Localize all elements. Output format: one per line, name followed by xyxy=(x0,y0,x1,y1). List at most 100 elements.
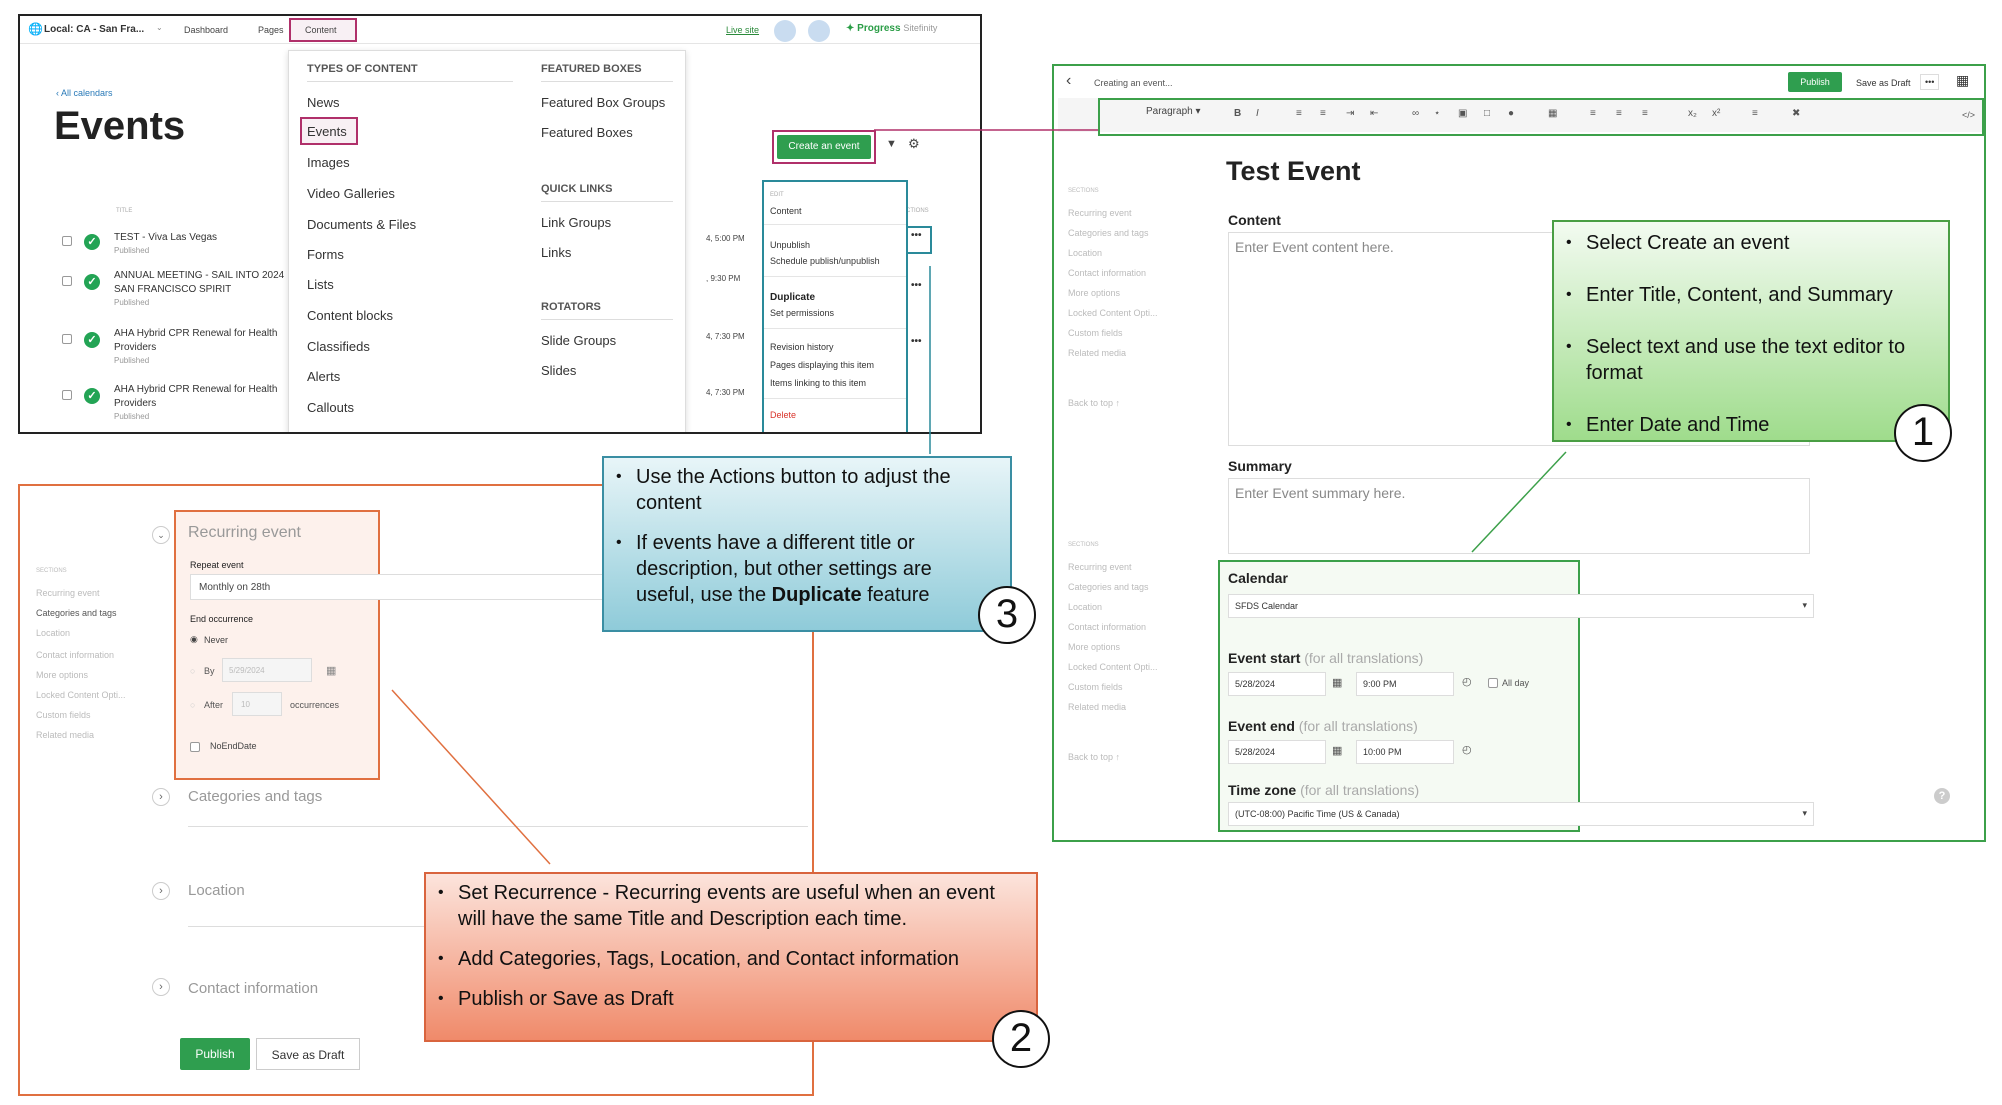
section-link-related[interactable]: Related media xyxy=(1068,348,1127,358)
action-revision-history[interactable]: Revision history xyxy=(770,342,834,352)
section-link-recurring[interactable]: Recurring event xyxy=(36,588,100,598)
section-link-custom[interactable]: Custom fields xyxy=(36,710,91,720)
no-end-date-checkbox[interactable] xyxy=(190,742,200,752)
menu-item-slides[interactable]: Slides xyxy=(541,363,577,378)
table-row[interactable]: ✓ AHA Hybrid CPR Renewal for Health Prov… xyxy=(20,382,980,432)
contact-section[interactable]: Contact information xyxy=(188,980,319,997)
document-icon[interactable]: □ xyxy=(1484,108,1491,119)
action-delete[interactable]: Delete xyxy=(770,410,797,420)
start-time-input[interactable]: 9:00 PM xyxy=(1356,672,1454,696)
back-to-top-link[interactable]: Back to top ↑ xyxy=(1068,398,1121,408)
menu-item-links[interactable]: Links xyxy=(541,245,572,260)
align-left-icon[interactable]: ≡ xyxy=(1590,108,1596,119)
grid-view-icon[interactable]: ▦ xyxy=(1956,72,1970,88)
menu-item-content-blocks[interactable]: Content blocks xyxy=(307,308,393,323)
calendar-icon[interactable]: ▦ xyxy=(1332,677,1343,689)
section-link-locked[interactable]: Locked Content Opti... xyxy=(36,690,126,700)
table-row[interactable]: ✓ AHA Hybrid CPR Renewal for Health Prov… xyxy=(20,326,980,376)
gear-icon[interactable]: ⚙ xyxy=(908,136,920,151)
nav-content[interactable]: Content xyxy=(289,18,357,42)
bold-icon[interactable]: B xyxy=(1234,108,1242,119)
create-event-button[interactable]: Create an event xyxy=(777,135,871,159)
menu-item-forms[interactable]: Forms xyxy=(307,247,344,262)
profile-avatar-icon[interactable] xyxy=(808,20,830,42)
location-section[interactable]: Location xyxy=(188,882,245,899)
section-link-location[interactable]: Location xyxy=(36,628,71,638)
clear-format-icon[interactable]: ✖ xyxy=(1792,108,1801,119)
section-link-more[interactable]: More options xyxy=(36,670,89,680)
action-items-linking[interactable]: Items linking to this item xyxy=(770,378,867,388)
site-selector[interactable]: Local: CA - San Fra... xyxy=(44,24,145,35)
clock-icon[interactable]: ◴ xyxy=(1462,744,1472,756)
editor-publish-button[interactable]: Publish xyxy=(1788,72,1842,92)
section-link-location[interactable]: Location xyxy=(1068,248,1103,258)
align-right-icon[interactable]: ≡ xyxy=(1642,108,1648,119)
end-date-input[interactable]: 5/28/2024 xyxy=(1228,740,1326,764)
after-count-input[interactable]: 10 xyxy=(232,692,282,716)
repeat-event-select[interactable]: Monthly on 28th xyxy=(190,574,612,600)
section-link-categories[interactable]: Categories and tags xyxy=(1068,228,1149,238)
source-code-button[interactable]: </> xyxy=(1962,110,1976,120)
section-link-more[interactable]: More options xyxy=(1068,642,1121,652)
row-title[interactable]: AHA Hybrid CPR Renewal for Health xyxy=(114,328,278,339)
menu-item-events[interactable]: Events xyxy=(307,124,347,139)
section-link-recurring[interactable]: Recurring event xyxy=(1068,562,1132,572)
section-link-categories[interactable]: Categories and tags xyxy=(36,608,117,618)
menu-item-classifieds[interactable]: Classifieds xyxy=(307,339,370,354)
filter-icon[interactable]: ▼ xyxy=(886,138,897,150)
menu-item-documents[interactable]: Documents & Files xyxy=(307,217,417,232)
unlink-icon[interactable]: ⋆ xyxy=(1434,108,1441,119)
table-row[interactable]: ✓ TEST - Viva Las Vegas Published 4, 5:0… xyxy=(20,226,980,266)
section-link-custom[interactable]: Custom fields xyxy=(1068,682,1123,692)
start-date-input[interactable]: 5/28/2024 xyxy=(1228,672,1326,696)
outdent-icon[interactable]: ⇤ xyxy=(1370,108,1379,119)
calendar-select[interactable]: SFDS Calendar ▾ xyxy=(1228,594,1814,618)
row-title[interactable]: TEST - Viva Las Vegas xyxy=(114,232,218,243)
after-radio[interactable]: ○ xyxy=(190,700,196,710)
event-title[interactable]: Test Event xyxy=(1226,156,1361,186)
save-draft-button[interactable]: Save as Draft xyxy=(256,1038,360,1070)
action-set-permissions[interactable]: Set permissions xyxy=(770,308,835,318)
menu-item-link-groups[interactable]: Link Groups xyxy=(541,215,612,230)
align-center-icon[interactable]: ≡ xyxy=(1616,108,1622,119)
indent-icon[interactable]: ⇥ xyxy=(1346,108,1355,119)
nav-dashboard[interactable]: Dashboard xyxy=(184,25,229,35)
time-zone-select[interactable]: (UTC-08:00) Pacific Time (US & Canada) ▾ xyxy=(1228,802,1814,826)
superscript-icon[interactable]: x² xyxy=(1712,108,1721,119)
format-icon[interactable]: ≡ xyxy=(1752,108,1758,119)
row-checkbox[interactable] xyxy=(62,236,72,246)
section-link-contact[interactable]: Contact information xyxy=(1068,268,1147,278)
nav-pages[interactable]: Pages xyxy=(258,25,284,35)
row-title[interactable]: AHA Hybrid CPR Renewal for Health xyxy=(114,384,278,395)
editor-save-draft-button[interactable]: Save as Draft xyxy=(1856,78,1911,88)
expand-categories-icon[interactable]: › xyxy=(152,788,170,806)
publish-button[interactable]: Publish xyxy=(180,1038,250,1070)
by-date-input[interactable]: 5/29/2024 xyxy=(222,658,312,682)
back-to-calendars-link[interactable]: ‹ All calendars xyxy=(56,88,113,98)
menu-item-images[interactable]: Images xyxy=(307,155,350,170)
action-schedule[interactable]: Schedule publish/unpublish xyxy=(770,256,880,266)
section-link-categories[interactable]: Categories and tags xyxy=(1068,582,1149,592)
section-link-contact[interactable]: Contact information xyxy=(1068,622,1147,632)
action-duplicate[interactable]: Duplicate xyxy=(770,292,816,303)
end-time-input[interactable]: 10:00 PM xyxy=(1356,740,1454,764)
calendar-icon[interactable]: ▦ xyxy=(1332,745,1343,757)
back-arrow-icon[interactable]: ‹ xyxy=(1066,72,1072,89)
italic-icon[interactable]: I xyxy=(1256,108,1259,119)
clock-icon[interactable]: ◴ xyxy=(1462,676,1472,688)
table-icon[interactable]: ▦ xyxy=(1548,108,1558,119)
live-site-link[interactable]: Live site xyxy=(726,25,760,35)
row-title[interactable]: ANNUAL MEETING - SAIL INTO 2024 xyxy=(114,270,285,281)
categories-section[interactable]: Categories and tags xyxy=(188,788,323,805)
menu-item-video-galleries[interactable]: Video Galleries xyxy=(307,186,395,201)
numbered-list-icon[interactable]: ≡ xyxy=(1320,108,1326,119)
row-checkbox[interactable] xyxy=(62,276,72,286)
subscript-icon[interactable]: x₂ xyxy=(1688,108,1697,119)
calendar-icon[interactable]: ▦ xyxy=(326,665,337,677)
menu-item-news[interactable]: News xyxy=(307,95,340,110)
menu-item-slide-groups[interactable]: Slide Groups xyxy=(541,333,617,348)
link-icon[interactable]: ∞ xyxy=(1412,108,1420,119)
section-link-related[interactable]: Related media xyxy=(36,730,95,740)
expand-location-icon[interactable]: › xyxy=(152,882,170,900)
section-link-custom[interactable]: Custom fields xyxy=(1068,328,1123,338)
